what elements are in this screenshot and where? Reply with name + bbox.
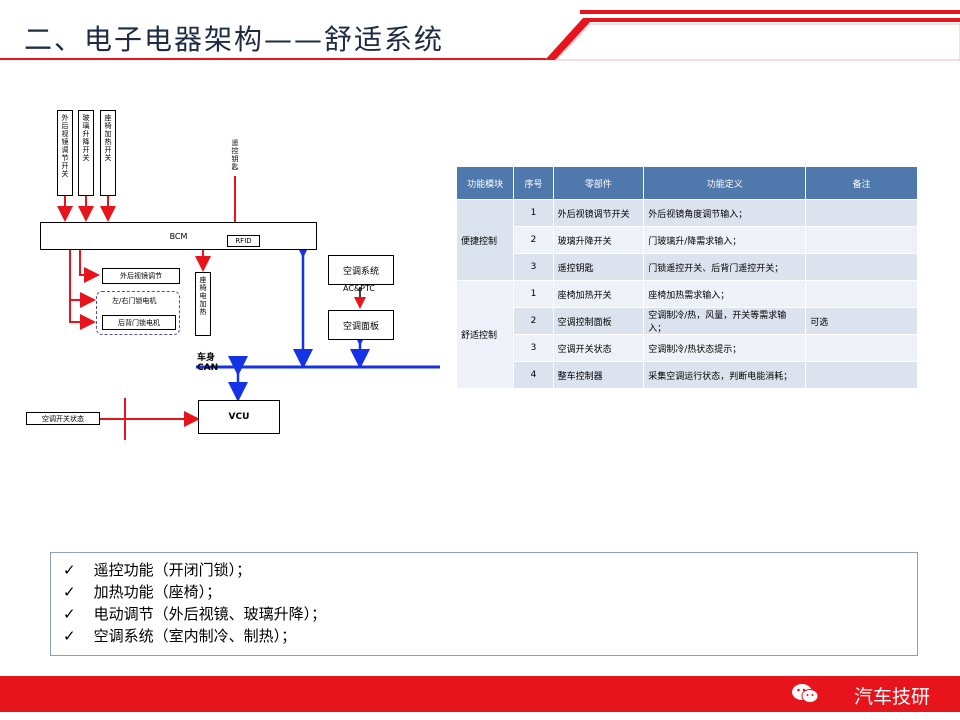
cell-note — [806, 335, 917, 361]
header-module: 功能模块 — [457, 167, 514, 199]
bullet-text: 空调系统（室内制冷、制热）； — [93, 627, 297, 645]
door-motor-rear: 后背门锁电机 — [102, 315, 176, 330]
vcu-module: VCU — [198, 400, 280, 434]
cell-def: 采集空调运行状态，判断电能消耗； — [644, 362, 806, 388]
bullet-text: 加热功能（座椅）； — [93, 583, 222, 601]
table-row: 2 玻璃升降开关 门玻璃升/降需求输入； — [457, 227, 917, 253]
ac-panel: 空调面板 — [328, 310, 394, 340]
check-icon: ✓ — [63, 561, 76, 579]
wechat-icon — [792, 684, 819, 703]
check-icon: ✓ — [63, 627, 76, 645]
cell-def: 空调制冷/热状态提示； — [644, 335, 806, 361]
cell-no: 3 — [514, 335, 553, 361]
cell-no: 2 — [514, 227, 553, 253]
switch-mirror-adjust: 外后视镜调节开关 — [57, 110, 73, 196]
switch-window-lift: 玻璃升降开关 — [78, 110, 94, 196]
ac-system: 空调系统 — [328, 255, 394, 285]
door-motor-left-right: 左/右门锁电机 — [112, 297, 157, 305]
cell-part: 玻璃升降开关 — [553, 227, 644, 253]
cell-no: 1 — [514, 200, 553, 226]
door-lock-group — [96, 291, 180, 335]
header-part: 零部件 — [553, 167, 644, 199]
ac-switch-state: 空调开关状态 — [26, 412, 100, 425]
check-icon: ✓ — [63, 583, 76, 601]
cell-part: 整车控制器 — [553, 362, 644, 388]
cell-def: 外后视镜角度调节输入； — [644, 200, 806, 226]
cell-no: 4 — [514, 362, 553, 388]
cell-part: 座椅加热开关 — [553, 281, 644, 307]
cell-no: 2 — [514, 308, 553, 334]
list-item: ✓ 电动调节（外后视镜、玻璃升降）； — [63, 603, 917, 625]
header-decoration — [0, 10, 960, 61]
cell-note — [806, 200, 917, 226]
cell-def: 座椅加热需求输入； — [644, 281, 806, 307]
remote-key-label: 遥控钥匙 — [228, 136, 242, 176]
cell-note — [806, 227, 917, 253]
cell-note — [806, 254, 917, 280]
cell-part: 外后视镜调节开关 — [553, 200, 644, 226]
bullet-text: 遥控功能（开闭门锁）； — [93, 561, 252, 579]
cell-def: 门玻璃升/降需求输入； — [644, 227, 806, 253]
cell-note — [806, 281, 917, 307]
table-row: 2 空调控制面板 空调制冷/热，风量，开关等需求输入； 可选 — [457, 308, 917, 334]
group-convenience: 便捷控制 — [457, 200, 514, 280]
table-row: 舒适控制 1 座椅加热开关 座椅加热需求输入； — [457, 281, 917, 388]
bullet-text: 电动调节（外后视镜、玻璃升降）； — [93, 605, 327, 623]
check-icon: ✓ — [63, 605, 76, 623]
list-item: ✓ 遥控功能（开闭门锁）； — [63, 559, 917, 581]
cell-part: 空调控制面板 — [553, 308, 644, 334]
list-item: ✓ 空调系统（室内制冷、制热）； — [63, 625, 917, 647]
cell-note: 可选 — [806, 308, 917, 334]
bcm-module: BCM — [40, 222, 317, 250]
list-item: ✓ 加热功能（座椅）； — [63, 581, 917, 603]
table-row: 便捷控制 1 外后视镜调节开关 外后视镜角度调节输入； — [457, 200, 917, 280]
rfid-module: RFID — [227, 235, 260, 247]
page-title: 二、电子电器架构——舒适系统 — [24, 23, 445, 56]
cell-note — [806, 362, 917, 388]
cell-def: 门锁遥控开关、后背门遥控开关； — [644, 254, 806, 280]
header-note: 备注 — [806, 167, 917, 199]
table-row: 3 遥控钥匙 门锁遥控开关、后背门遥控开关； — [457, 254, 917, 280]
can-label: 车身 CAN — [197, 353, 219, 373]
cell-def: 空调制冷/热，风量，开关等需求输入； — [644, 308, 806, 334]
seat-heater: 座椅电加热 — [195, 272, 211, 336]
cell-no: 3 — [514, 254, 553, 280]
group-comfort: 舒适控制 — [457, 281, 514, 388]
switch-seat-heat: 座椅加热开关 — [100, 110, 116, 196]
cell-no: 1 — [514, 281, 553, 307]
cell-part: 空调开关状态 — [553, 335, 644, 361]
ac-ptc-label: AC&PTC — [343, 284, 375, 293]
header-def: 功能定义 — [644, 167, 806, 199]
mirror-motor: 外后视镜调节 — [102, 268, 180, 284]
header-no: 序号 — [514, 167, 553, 199]
footer-brand: 汽车技研 — [853, 686, 930, 708]
table-row: 3 空调开关状态 空调制冷/热状态提示； — [457, 335, 917, 361]
table-row: 4 整车控制器 采集空调运行状态，判断电能消耗； — [457, 362, 917, 388]
ac-system-label: 空调系统 — [343, 266, 380, 277]
bcm-label: BCM — [169, 231, 188, 241]
cell-part: 遥控钥匙 — [553, 254, 644, 280]
function-table: 功能模块 序号 零部件 功能定义 备注 便捷控制 1 外后视镜调节开关 外后视镜… — [456, 166, 918, 389]
summary-box: ✓ 遥控功能（开闭门锁）； ✓ 加热功能（座椅）； ✓ 电动调节（外后视镜、玻璃升降）… — [50, 552, 918, 656]
